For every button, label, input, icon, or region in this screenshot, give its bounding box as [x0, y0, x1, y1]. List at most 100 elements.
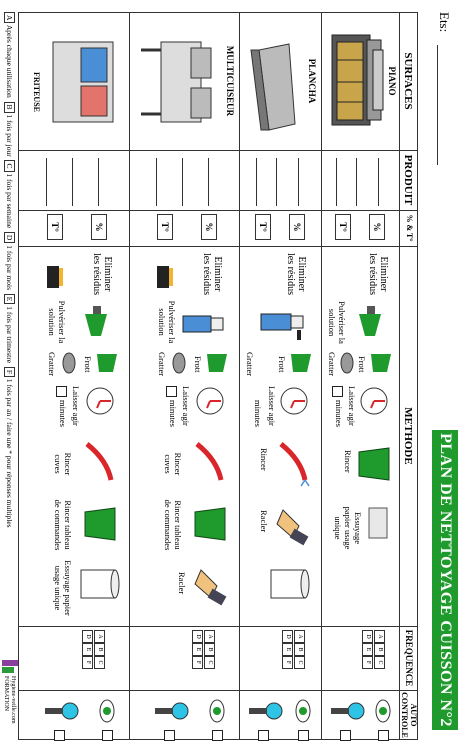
visual-check-box[interactable] — [102, 730, 113, 741]
header-auto-controle: AUTO CONTROLE — [400, 692, 418, 738]
step-rincer: Rincer — [343, 450, 353, 473]
freq-a[interactable]: A — [374, 630, 385, 643]
atp-swab-icon — [45, 702, 79, 720]
visual-check-box[interactable] — [298, 730, 309, 741]
step-rincer-cuves: Rincer cuves — [163, 452, 183, 476]
multicuiseur-image — [141, 41, 212, 123]
produit-field[interactable] — [336, 158, 337, 206]
freq-c[interactable]: C — [94, 656, 105, 669]
bucket-icon — [84, 507, 116, 541]
brush-icon — [157, 266, 173, 288]
freq-d[interactable]: D — [362, 630, 373, 643]
produit-field[interactable] — [276, 158, 277, 206]
freq-c[interactable]: C — [204, 656, 215, 669]
produit-field[interactable] — [72, 158, 73, 206]
produit-field[interactable] — [182, 158, 183, 206]
temp-box[interactable]: T° — [47, 214, 63, 240]
produit-field[interactable] — [378, 158, 379, 206]
step-pulveriser: Pulvériser la solution — [157, 300, 177, 344]
minutes-box[interactable] — [332, 386, 343, 397]
freq-f[interactable]: F — [282, 656, 293, 669]
etab-field[interactable] — [437, 45, 438, 165]
freq-a[interactable]: A — [204, 630, 215, 643]
freq-e[interactable]: E — [282, 643, 293, 656]
sponge-icon — [371, 354, 391, 372]
produit-field[interactable] — [256, 158, 257, 206]
step-essuyage: Essuyage papier usage unique — [53, 560, 73, 616]
visual-check-box[interactable] — [378, 730, 389, 741]
header-frequence: FREQUENCE — [404, 629, 414, 687]
temp-box[interactable]: T° — [335, 214, 351, 240]
swab-check-box[interactable] — [258, 730, 269, 741]
produit-field[interactable] — [156, 158, 157, 206]
freq-b[interactable]: B — [294, 643, 305, 656]
freq-b[interactable]: B — [94, 643, 105, 656]
squeegee-icon — [194, 569, 227, 606]
produit-field[interactable] — [46, 158, 47, 206]
freq-b[interactable]: B — [204, 643, 215, 656]
legend-text: 1 fois par trimestre — [5, 306, 14, 364]
legend-text: 1 fois par semaine — [5, 173, 14, 229]
freq-f[interactable]: F — [192, 656, 203, 669]
step-rincer-cuves: Rincer cuves — [53, 452, 73, 476]
spray-bottle-icon — [260, 313, 304, 340]
spray-icon — [359, 306, 381, 336]
freq-d[interactable]: D — [192, 630, 203, 643]
produit-field[interactable] — [298, 158, 299, 206]
pct-box[interactable]: % — [91, 214, 107, 240]
step-eliminer: Eliminer les résidus — [91, 253, 113, 295]
produit-field[interactable] — [356, 158, 357, 206]
freq-c[interactable]: C — [294, 656, 305, 669]
visual-check-box[interactable] — [212, 730, 223, 741]
spray-nozzle-icon — [279, 442, 310, 487]
step-gratter: Gratter — [47, 352, 57, 377]
freq-e[interactable]: E — [362, 643, 373, 656]
step-frott: Frott — [193, 356, 203, 373]
swab-check-box[interactable] — [54, 730, 65, 741]
freq-e[interactable]: E — [192, 643, 203, 656]
spray-nozzle-icon — [195, 442, 224, 481]
freq-d[interactable]: D — [82, 630, 93, 643]
freq-f[interactable]: F — [82, 656, 93, 669]
freq-b[interactable]: B — [374, 643, 385, 656]
table-row: FRITEUSE % T° Eliminer les résidus Pulvé… — [19, 12, 129, 741]
eye-icon — [209, 699, 225, 723]
bucket-icon — [194, 507, 226, 541]
legend-text: Après chaque utilisation — [5, 24, 14, 98]
freq-f[interactable]: F — [362, 656, 373, 669]
brush-icon — [47, 266, 63, 288]
pct-box[interactable]: % — [369, 214, 385, 240]
clock-icon — [86, 387, 114, 415]
eye-icon — [375, 699, 391, 723]
sponge-icon — [97, 354, 117, 372]
sponge-icon — [291, 354, 311, 372]
freq-e[interactable]: E — [82, 643, 93, 656]
pct-box[interactable]: % — [201, 214, 217, 240]
legend-code: B — [4, 101, 15, 113]
page-title: PLAN DE NETTOYAGE CUISSON N°2 — [432, 430, 458, 730]
step-frott: Frott — [357, 356, 367, 373]
piano-image — [331, 34, 384, 126]
temp-box[interactable]: T° — [157, 214, 173, 240]
minutes-box[interactable] — [56, 386, 67, 397]
towel-icon — [368, 507, 388, 539]
temp-box[interactable]: T° — [255, 214, 271, 240]
produit-field[interactable] — [98, 158, 99, 206]
freq-a[interactable]: A — [94, 630, 105, 643]
squeegee-icon — [276, 509, 309, 546]
plancha-image — [250, 43, 296, 131]
minutes-box[interactable] — [166, 386, 177, 397]
freq-c[interactable]: C — [374, 656, 385, 669]
step-eliminer: Eliminer les résidus — [367, 253, 389, 295]
swab-check-box[interactable] — [340, 730, 351, 741]
legend-code: D — [4, 231, 15, 244]
freq-a[interactable]: A — [294, 630, 305, 643]
pct-box[interactable]: % — [289, 214, 305, 240]
produit-field[interactable] — [208, 158, 209, 206]
swab-check-box[interactable] — [164, 730, 175, 741]
freq-d[interactable]: D — [282, 630, 293, 643]
header-produit: PRODUIT — [402, 154, 414, 206]
header-surfaces: SURFACES — [402, 52, 414, 110]
sponge-icon — [207, 354, 227, 372]
step-pulveriser: Pulvériser la solution — [327, 301, 347, 344]
